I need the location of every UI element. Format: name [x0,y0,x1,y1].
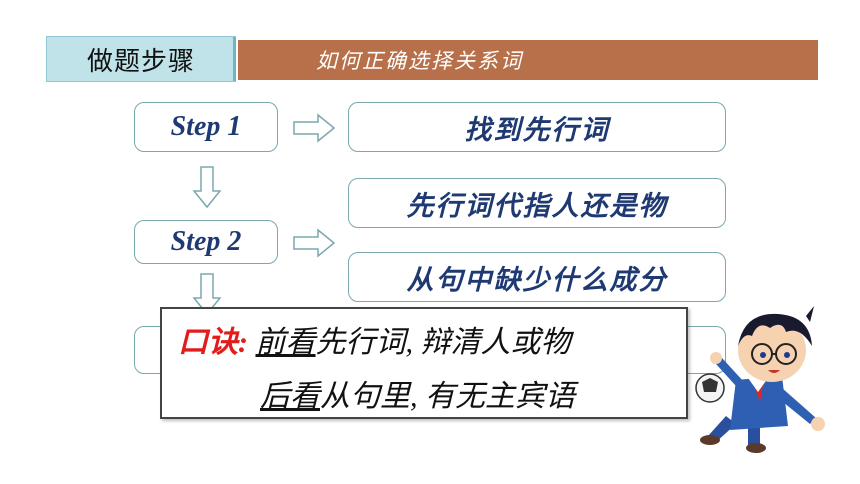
mnemonic-line-2: 后看从句里, 有无主宾语 [260,371,575,415]
subtitle-banner: 如何正确选择关系词 [238,40,818,80]
mnemonic-key-label: 口诀: [178,326,248,359]
page-title: 做题步骤 [46,36,236,82]
arrow-down-icon [192,166,222,209]
mnemonic-text-1: 先行词, 辩清人或物 [315,326,571,359]
header-bar: 做题步骤 如何正确选择关系词 [46,36,818,82]
step1-box: Step 1 [134,102,278,152]
arrow-right-icon [293,228,336,258]
step2-text-box-a: 先行词代指人还是物 [348,178,726,228]
mnemonic-text-2: 从句里, 有无主宾语 [320,380,575,413]
mnemonic-popup: 口诀: 前看先行词, 辩清人或物 后看从句里, 有无主宾语 [160,307,688,419]
mnemonic-underlined-1: 前看 [255,326,316,359]
cartoon-character-image [695,306,825,453]
mnemonic-underlined-2: 后看 [260,380,320,413]
step2-box: Step 2 [134,220,278,264]
arrow-right-icon [293,113,336,143]
mnemonic-line-1: 口诀: 前看先行词, 辩清人或物 [178,317,571,361]
step2-text-box-b: 从句中缺少什么成分 [348,252,726,302]
arrow-down-icon [192,273,222,316]
step1-text-box: 找到先行词 [348,102,726,152]
